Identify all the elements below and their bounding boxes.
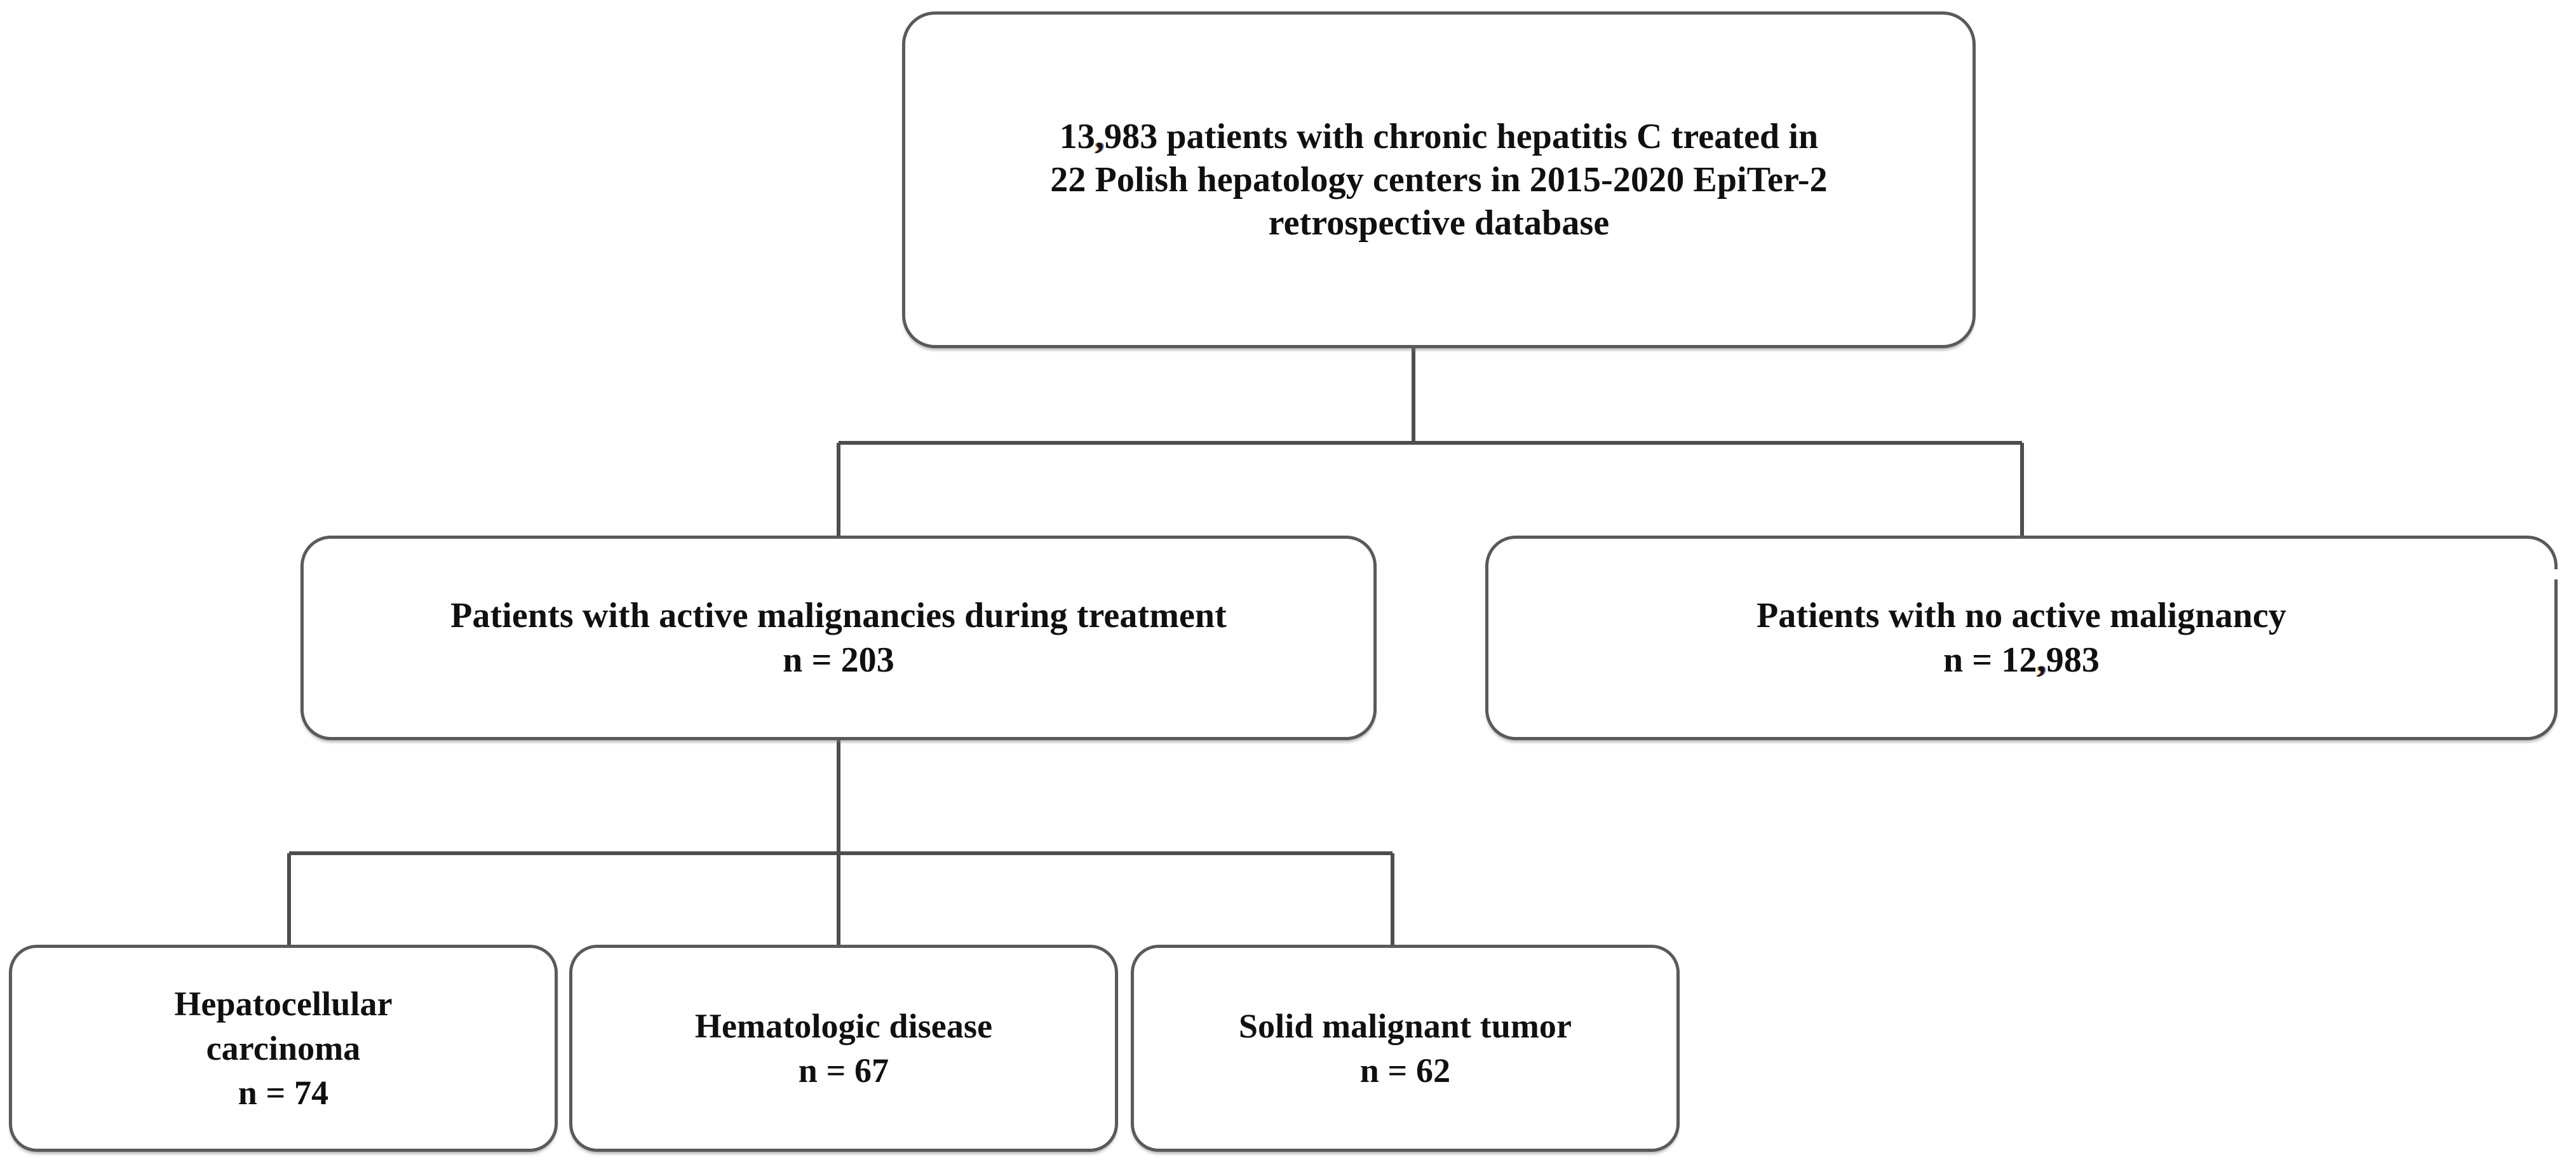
no-malignancy-count-comma: , xyxy=(2037,640,2046,680)
node-solid-tumor-count: n = 62 xyxy=(1359,1051,1451,1090)
node-hcc-text: Hepatocellular carcinoma n = 74 xyxy=(12,982,555,1116)
node-study-cohort-text: 13,983 patients with chronic hepatitis C… xyxy=(905,115,1972,245)
node-hcc-line-1: Hepatocellular xyxy=(174,984,393,1023)
node-no-malignancy-text: Patients with no active malignancy n = 1… xyxy=(1488,593,2554,682)
node-active-malignancy-line-1: Patients with active malignancies during… xyxy=(450,596,1227,635)
node-hematologic-line-1: Hematologic disease xyxy=(694,1006,993,1045)
node-active-malignancy-count: n = 203 xyxy=(783,640,894,680)
node-no-malignancy-count: n = 12,983 xyxy=(1505,638,2538,682)
node-hematologic-count: n = 67 xyxy=(798,1051,889,1090)
no-malignancy-count-suffix: 983 xyxy=(2046,640,2100,680)
cohort-count-comma: , xyxy=(1095,116,1105,156)
node-hematologic-text: Hematologic disease n = 67 xyxy=(572,1004,1115,1093)
node-patients-with-active-malignancies: Patients with active malignancies during… xyxy=(300,536,1377,740)
node-patients-with-no-active-malignancy: Patients with no active malignancy n = 1… xyxy=(1485,536,2559,740)
node-no-malignancy-line-1: Patients with no active malignancy xyxy=(1756,596,2287,635)
node-solid-tumor-text: Solid malignant tumor n = 62 xyxy=(1134,1004,1676,1093)
no-malignancy-count-prefix: n = 12 xyxy=(1943,640,2037,680)
node-hcc-count: n = 74 xyxy=(238,1074,329,1112)
cohort-count-suffix: 983 patients with chronic hepatitis C tr… xyxy=(1104,116,1819,156)
node-solid-tumor-line-1: Solid malignant tumor xyxy=(1238,1006,1572,1045)
node-solid-malignant-tumor: Solid malignant tumor n = 62 xyxy=(1131,945,1680,1152)
cohort-count-prefix: 13 xyxy=(1059,116,1095,156)
node-study-cohort-line-3: retrospective database xyxy=(1268,203,1610,243)
node-study-cohort-line-2: 22 Polish hepatology centers in 2015-202… xyxy=(1050,159,1828,199)
node-study-cohort-line-1: 13,983 patients with chronic hepatitis C… xyxy=(922,115,1956,158)
node-active-malignancy-text: Patients with active malignancies during… xyxy=(304,593,1373,682)
node-study-cohort: 13,983 patients with chronic hepatitis C… xyxy=(902,11,1976,348)
node-hematologic-disease: Hematologic disease n = 67 xyxy=(569,945,1118,1152)
node-hcc-line-2: carcinoma xyxy=(206,1029,361,1067)
node-hepatocellular-carcinoma: Hepatocellular carcinoma n = 74 xyxy=(9,945,558,1152)
